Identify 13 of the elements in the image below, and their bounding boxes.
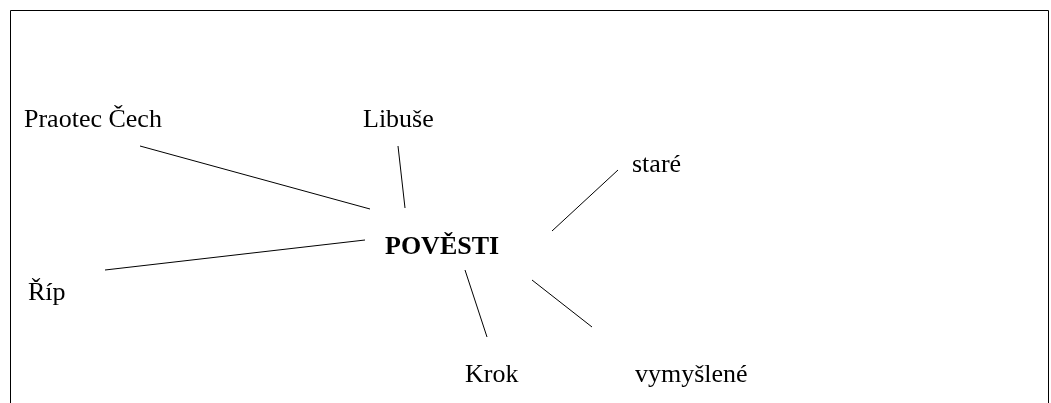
topic-label: Krok (465, 359, 519, 389)
topic-label: vymyšlené (635, 359, 748, 389)
connector-line (531, 279, 593, 328)
topic-label: Říp (28, 277, 66, 307)
connector-line (464, 269, 488, 338)
topic-label: Libuše (363, 104, 434, 134)
topic-label: Praotec Čech (24, 104, 162, 134)
connector-line (397, 145, 406, 209)
central-topic: POVĚSTI (385, 231, 500, 261)
connector-line (139, 145, 371, 210)
connector-line (551, 169, 619, 232)
connector-line (104, 239, 366, 271)
topic-label: staré (632, 149, 682, 179)
